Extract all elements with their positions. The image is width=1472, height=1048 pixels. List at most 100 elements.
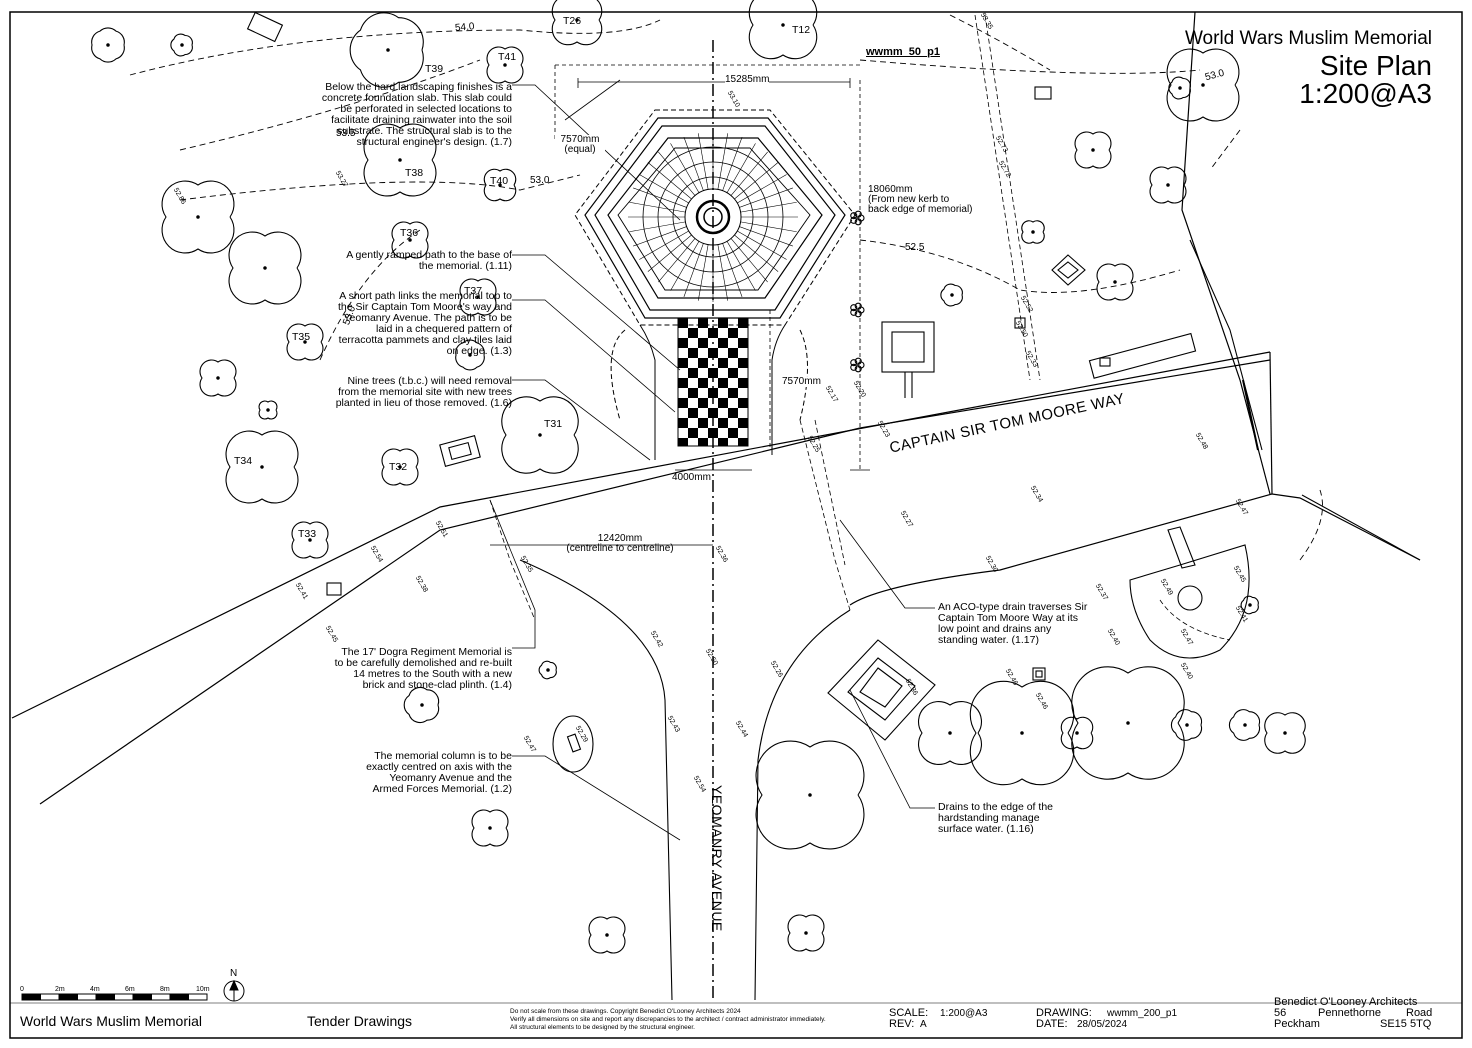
checker-tile [708,348,718,358]
tree-icon [551,0,603,46]
note-1-6: Nine trees (t.b.c.) will need removal fr… [335,375,512,409]
tree-label: T37 [464,285,483,297]
paving-line [633,187,687,208]
scale-tick: 0 [20,986,24,993]
tree-icon [225,430,299,504]
paving-line [730,238,768,283]
tree-icon [486,46,524,84]
checker-tile [718,318,728,328]
paving-line [717,244,729,301]
checker-tile [728,368,738,378]
checker-tile [698,378,708,388]
paving-line [629,221,686,233]
paving-line [722,243,743,297]
contour-label: 53.5 [336,128,356,139]
date-label: DATE: [1036,1018,1068,1030]
trees-layer [91,0,1306,954]
tree-label: T36 [400,227,419,239]
checker-tile [698,398,708,408]
checker-tile [718,358,728,368]
checker-tile [738,358,748,368]
rev-value: A [920,1019,927,1030]
tree-icon [748,0,818,60]
note-1-7: Below the hard landscaping finishes is a… [321,81,512,148]
shrub-icon [850,302,865,318]
paving-line [670,241,700,291]
tree-icon [291,521,329,559]
tree-icon [755,740,865,850]
paving-line [737,174,787,204]
firm-address-postcode: SE15 5TQ [1380,1018,1432,1030]
checker-tile [698,358,708,368]
tree-icon [588,916,626,954]
dim-path-length: 7570mm [782,376,821,387]
checker-tile [718,378,728,388]
paving-line [629,201,686,213]
paving-line [633,226,687,247]
checker-tile [688,388,698,398]
tree-icon [161,180,235,254]
tree-icon [459,278,497,316]
firm-address-number: 56 [1274,1007,1287,1019]
tree-icon [1074,131,1112,169]
tree-icon [917,700,983,766]
paving-line [697,133,709,190]
paving-line [658,238,696,283]
paving-line [717,133,729,190]
tree-icon [286,323,324,361]
checker-tile [738,398,748,408]
tree-label: T33 [298,528,317,540]
checker-tile [678,418,688,428]
chequered-path-outline [677,317,749,447]
checker-tile [728,428,738,438]
tree-icon [940,283,963,307]
paving-line [740,201,797,213]
checker-tile [738,378,748,388]
paving-line [722,137,743,191]
site-structures [246,11,1250,773]
checker-tile [728,408,738,418]
drain-lines [489,14,1231,641]
memorial-platform [574,109,856,326]
checker-tile [678,378,688,388]
tree-label: T31 [544,418,563,430]
tree-label: T26 [563,15,582,27]
checker-tile [678,358,688,368]
tree-label: T34 [234,455,253,467]
tree-icon [1170,709,1203,741]
note-1-2: The memorial column is to be exactly cen… [366,750,512,795]
paving-line [639,174,689,204]
checker-tile [688,328,698,338]
checker-tile [738,318,748,328]
checker-tile [678,318,688,328]
note-1-16: Drains to the edge of the hardstanding m… [938,801,1053,835]
footer-disclaimer: Do not scale from these drawings. Copyri… [510,1008,826,1031]
note-1-17: An ACO-type drain traverses Sir Captain … [938,601,1088,646]
firm-address-area: Peckham [1274,1018,1320,1030]
checker-tile [688,348,698,358]
tree-icon [349,12,424,88]
tree-icon [363,123,437,197]
tree-icon [455,339,485,371]
tree-icon [403,686,440,724]
chequered-path [678,318,748,446]
tree-icon [1071,666,1185,780]
checker-tile [688,368,698,378]
tree-icon [1240,595,1259,615]
tree-icon [391,221,429,259]
checker-tile [738,338,748,348]
footer-project: World Wars Muslim Memorial [20,1013,203,1029]
tree-icon [787,914,825,952]
checker-tile [718,438,728,446]
tree-icon [258,400,278,420]
tree-icon [91,27,125,63]
scale-bar [21,979,245,1002]
captain-tom-moore-way-road [11,11,1421,805]
tree-label: T35 [292,331,311,343]
checker-tile [708,388,718,398]
paving-line [739,187,793,208]
shrub-icon [850,210,865,226]
paving-line [683,243,704,297]
checker-tile [738,418,748,428]
